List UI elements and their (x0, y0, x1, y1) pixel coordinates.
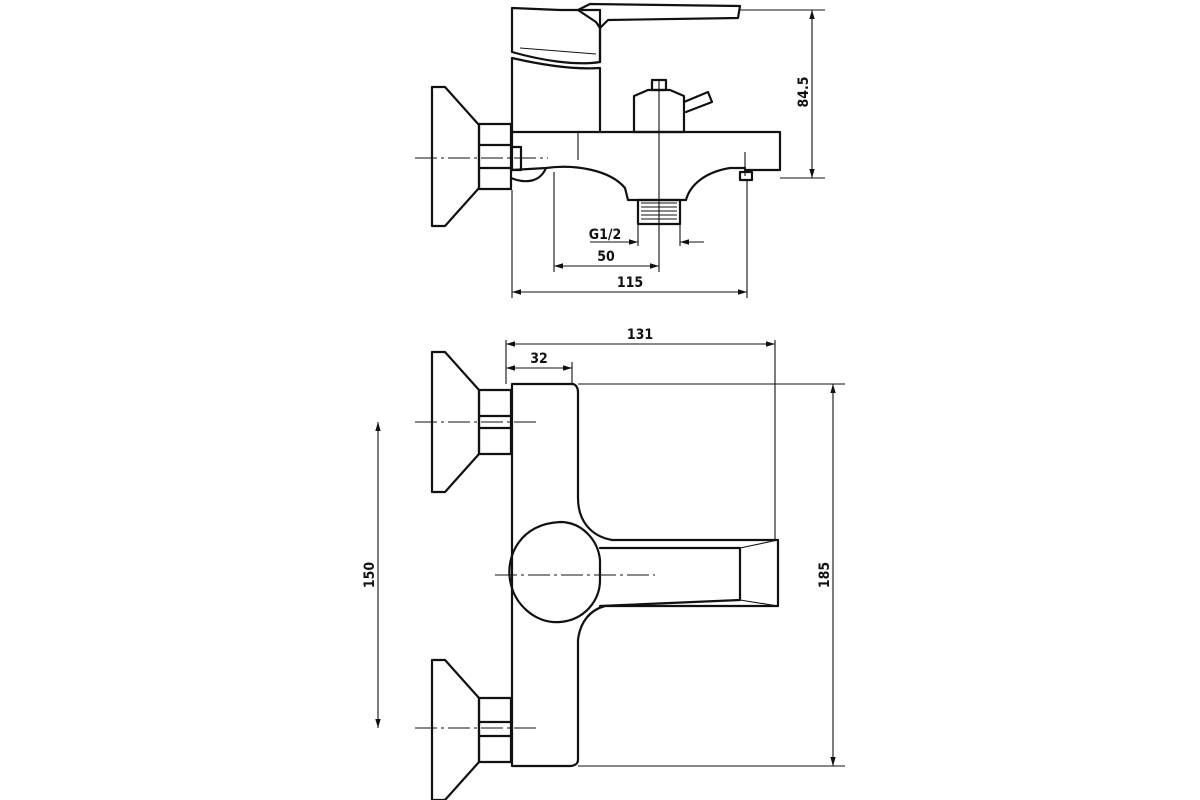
dim-front-height-label: 185 (817, 562, 833, 588)
dim-depth-label: 115 (617, 275, 643, 291)
top-spout-body (510, 130, 782, 202)
top-wall-flange (430, 85, 481, 228)
top-diverter-knob (632, 88, 686, 134)
dim-thread: G1/2 (589, 224, 704, 246)
front-wall-flange-lower (430, 658, 481, 800)
top-view: 84.5 G1/2 50 115 (415, 2, 825, 298)
dim-front-width: 131 (505, 327, 776, 540)
dim-inlet-spacing: 150 (362, 422, 381, 728)
dim-inlet-spacing-label: 150 (362, 562, 378, 589)
front-hex-nut-lower (477, 696, 513, 764)
dim-front-width-label: 131 (627, 327, 653, 343)
top-inlet-connector (509, 145, 548, 183)
dim-handle-offset: 32 (506, 351, 573, 384)
front-lever-handle (598, 546, 742, 608)
top-threaded-outlet (636, 198, 682, 226)
top-lever-handle (576, 2, 742, 30)
front-handle-hub (508, 520, 602, 624)
dim-thread-label: G1/2 (589, 227, 621, 243)
dim-front-height: 185 (578, 383, 845, 767)
dim-spout-offset-label: 50 (597, 249, 615, 265)
dim-top-height-label: 84.5 (796, 76, 812, 107)
dim-top-height: 84.5 (740, 9, 825, 179)
dim-spout-offset: 50 (553, 172, 660, 272)
top-hex-nut (477, 122, 513, 191)
dim-depth: 115 (511, 180, 748, 298)
top-body-column (510, 56, 602, 134)
front-view: 131 32 150 185 (362, 327, 845, 800)
dim-handle-offset-label: 32 (530, 351, 548, 367)
front-body (510, 382, 780, 768)
